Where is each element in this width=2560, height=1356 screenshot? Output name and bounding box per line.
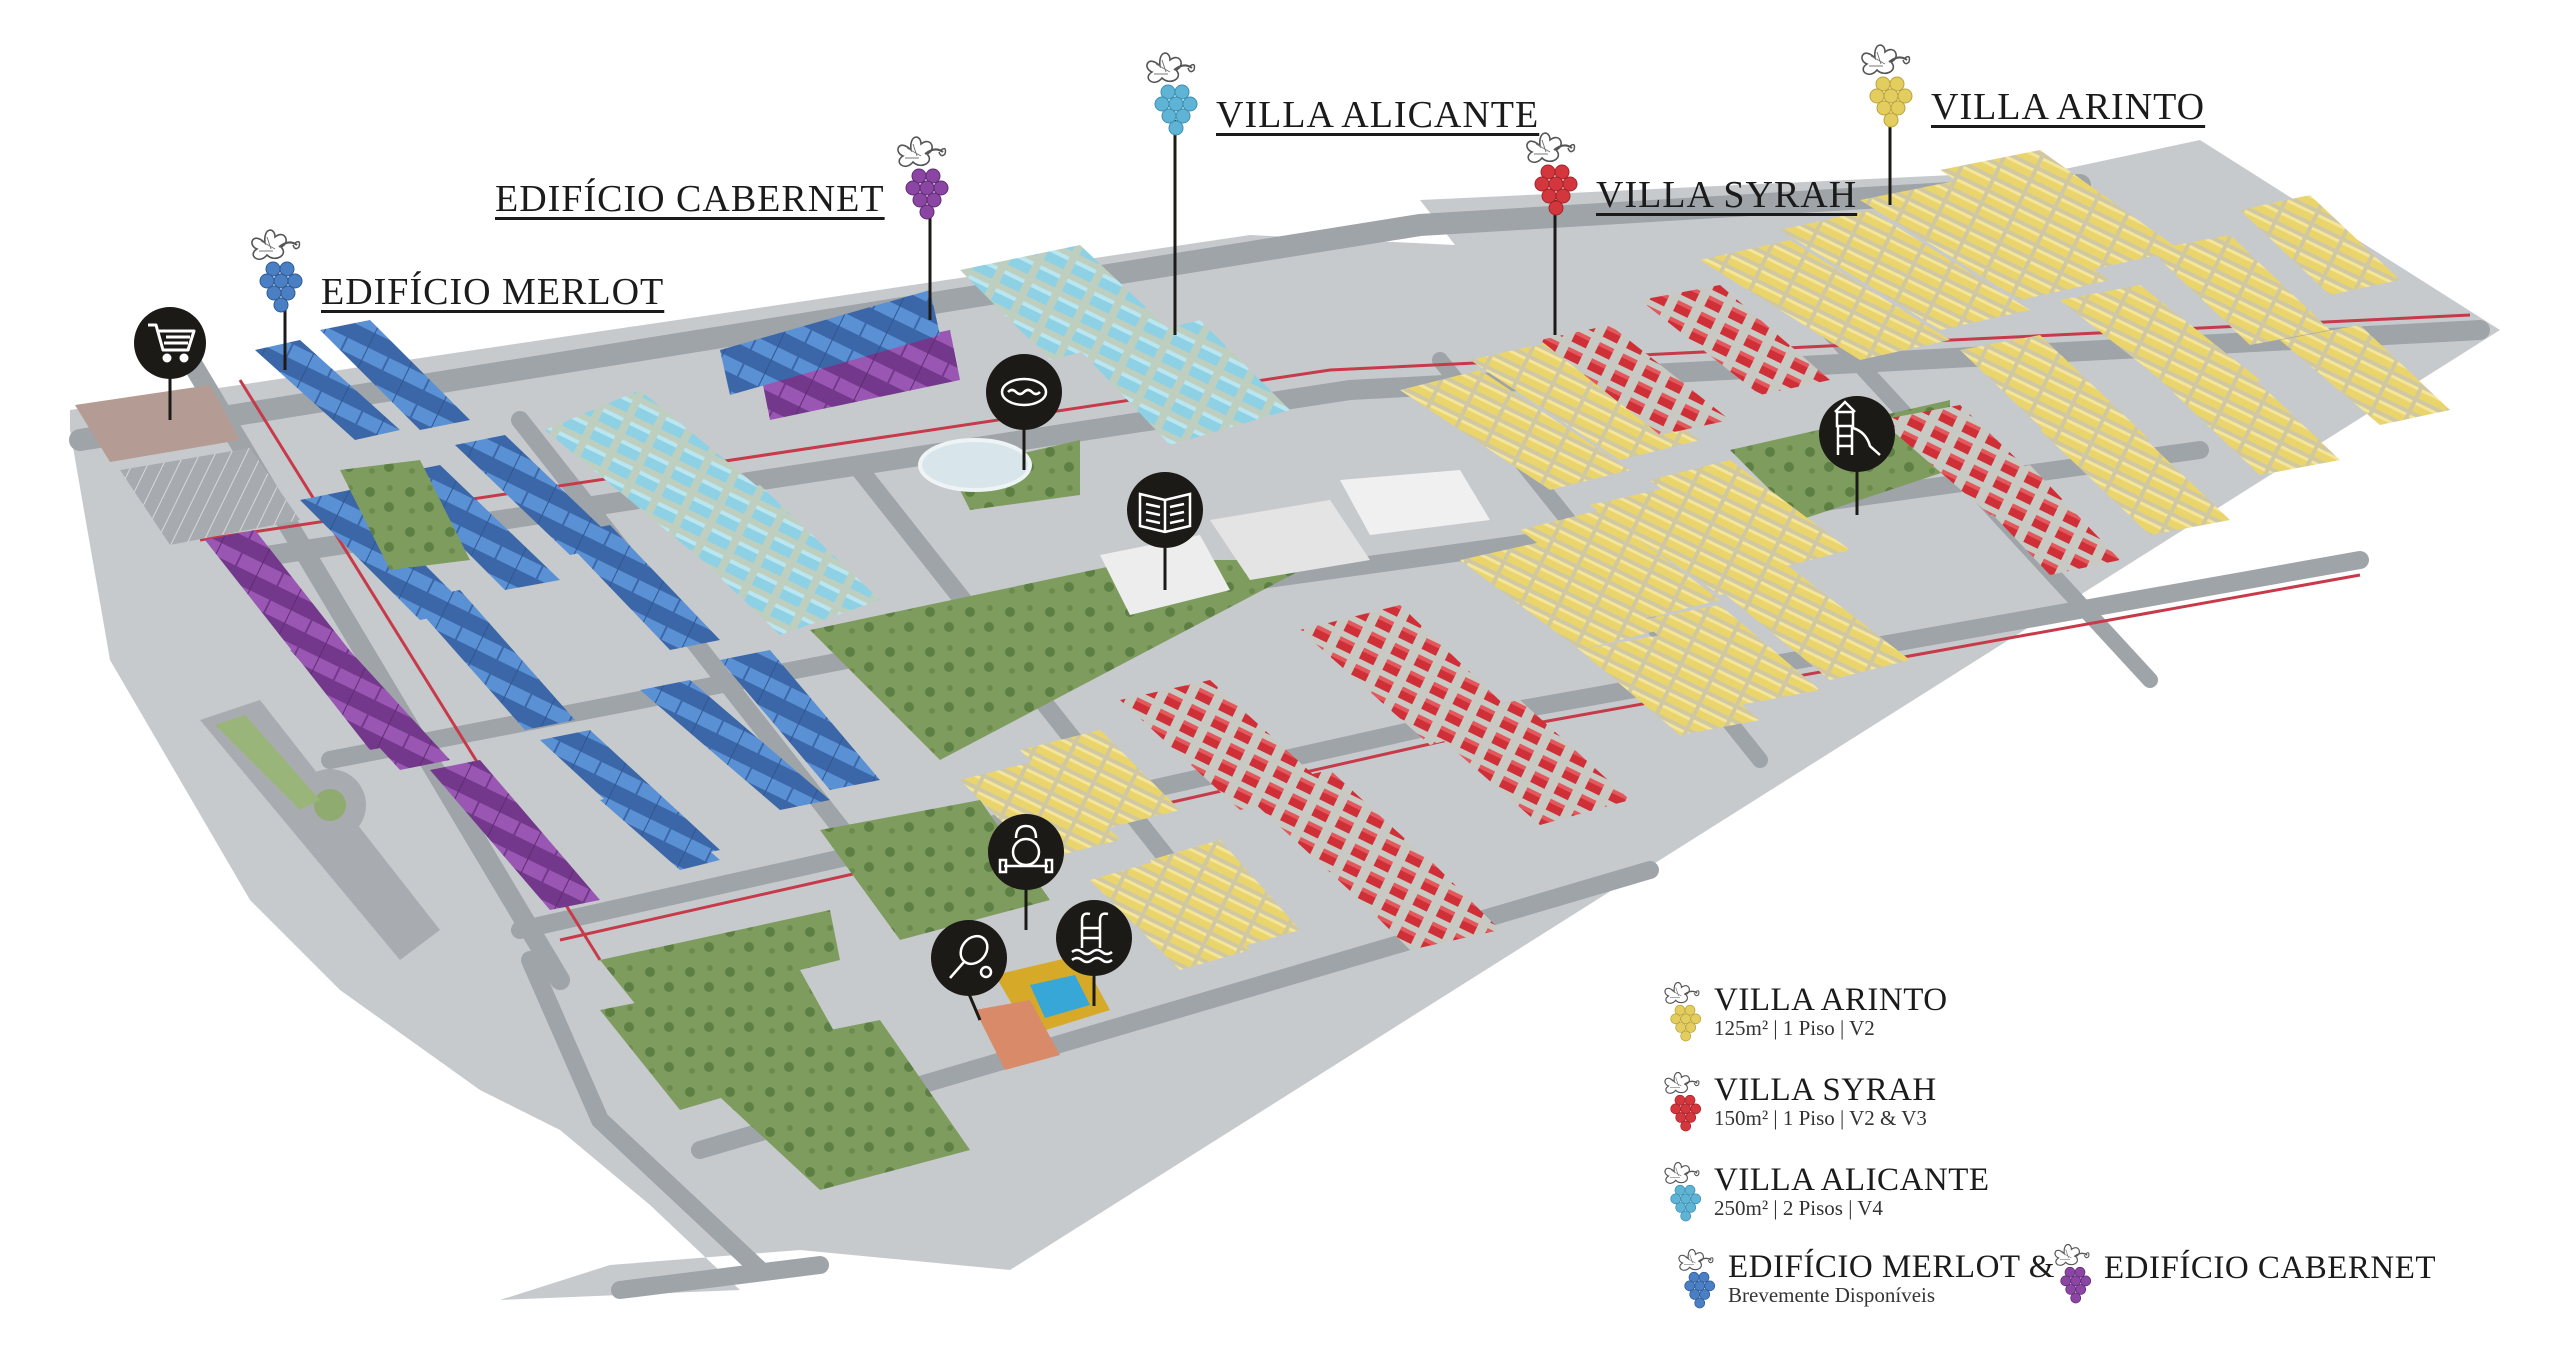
callout-cabernet-label: EDIFÍCIO CABERNET: [495, 178, 885, 220]
callout-arinto-label: VILLA ARINTO: [1931, 86, 2206, 128]
cabernet-north-merlot: [720, 290, 940, 395]
legend-subtitle: 125m² | 1 Piso | V2: [1714, 1016, 1875, 1040]
callout-merlot-label: EDIFÍCIO MERLOT: [321, 271, 665, 313]
lake: [918, 438, 1032, 492]
pool-water: [1030, 975, 1090, 1018]
legend-title: EDIFÍCIO CABERNET: [2104, 1250, 2437, 1286]
legend-item-arinto: VILLA ARINTO 125m² | 1 Piso | V2: [1660, 978, 1948, 1044]
legend-item-syrah: VILLA SYRAH 150m² | 1 Piso | V2 & V3: [1660, 1068, 1937, 1134]
grape-icon-lightblue: [1140, 48, 1198, 136]
callout-arinto[interactable]: VILLA ARINTO: [1855, 40, 2205, 130]
callout-syrah-label: VILLA SYRAH: [1596, 174, 1858, 216]
supermarket-parking: [120, 448, 300, 545]
grape-icon-yellow: [1660, 978, 1702, 1042]
legend-title: VILLA SYRAH: [1714, 1072, 1937, 1108]
legend-item-merlot: EDIFÍCIO MERLOT & Brevemente Disponíveis: [1674, 1245, 2055, 1311]
legend-item-alicante: VILLA ALICANTE 250m² | 2 Pisos | V4: [1660, 1158, 1990, 1224]
callout-cabernet[interactable]: EDIFÍCIO CABERNET: [495, 132, 961, 222]
legend-title: VILLA ALICANTE: [1714, 1162, 1990, 1198]
grape-icon-purple: [2050, 1240, 2092, 1304]
tennis-court: [975, 1000, 1060, 1070]
grape-icon-blue: [245, 225, 303, 313]
arinto-blocks: [960, 150, 2450, 970]
grape-icon-red: [1520, 128, 1578, 216]
grape-icon-lightblue: [1660, 1158, 1702, 1222]
grape-icon-yellow: [1855, 40, 1913, 128]
grape-icon-purple: [891, 132, 949, 220]
legend-subtitle: 250m² | 2 Pisos | V4: [1714, 1196, 1883, 1220]
alicante-blocks: [545, 245, 1290, 635]
grape-icon-blue: [1674, 1245, 1716, 1309]
callout-syrah[interactable]: VILLA SYRAH: [1520, 128, 1857, 218]
merlot-blocks: [255, 320, 880, 870]
lower-roads: [521, 951, 829, 1299]
legend-subtitle: 150m² | 1 Piso | V2 & V3: [1714, 1106, 1927, 1130]
callout-alicante-label: VILLA ALICANTE: [1216, 94, 1540, 136]
legend-subtitle: Brevemente Disponíveis: [1728, 1283, 1936, 1307]
legend-title: VILLA ARINTO: [1714, 982, 1948, 1018]
cabernet-blocks: [205, 330, 960, 910]
legend-item-cabernet: EDIFÍCIO CABERNET: [2050, 1240, 2436, 1306]
supermarket-building: [75, 385, 240, 462]
callout-merlot[interactable]: EDIFÍCIO MERLOT: [245, 225, 664, 315]
callout-alicante[interactable]: VILLA ALICANTE: [1140, 48, 1539, 138]
syrah-blocks: [1120, 285, 2120, 950]
legend-title: EDIFÍCIO MERLOT &: [1728, 1249, 2055, 1285]
grape-icon-red: [1660, 1068, 1702, 1132]
access-road: [200, 700, 440, 960]
